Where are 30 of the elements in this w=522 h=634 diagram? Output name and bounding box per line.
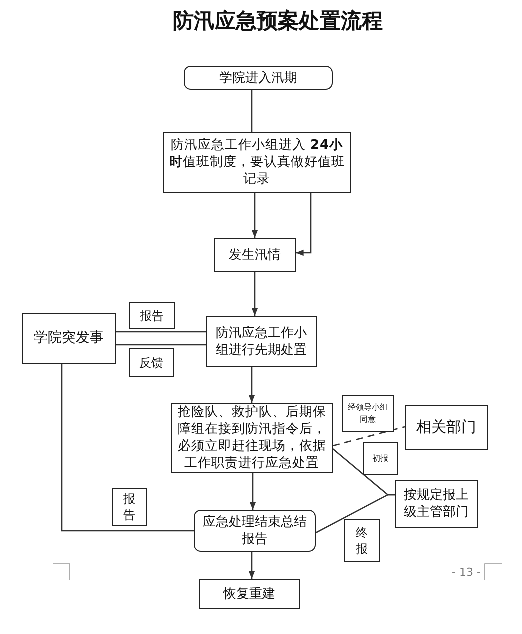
edge-label: 终报 xyxy=(344,519,380,562)
process-box: 按规定报上级主管部门 xyxy=(395,480,478,528)
rounded-box: 学院进入汛期 xyxy=(184,66,333,90)
process-box: 防汛应急工作小组进入 24小时值班制度，要认真做好值班记录 xyxy=(163,132,351,193)
edge-label: 反馈 xyxy=(129,348,174,377)
connector-line xyxy=(251,90,253,132)
arrow xyxy=(248,552,256,579)
process-box: 防汛应急工作小组进行先期处置 xyxy=(206,316,317,367)
process-box: 学院突发事 xyxy=(22,313,116,364)
rounded-box: 应急处理结束总结报告 xyxy=(194,510,316,552)
edge-label: 初报 xyxy=(363,442,398,475)
arrow xyxy=(248,367,256,403)
title: 防汛应急预案处置流程 xyxy=(173,8,383,33)
process-box: 恢复重建 xyxy=(199,579,300,609)
dashed-line xyxy=(332,426,406,447)
arrow xyxy=(296,193,312,256)
arrow xyxy=(250,473,256,510)
edge-label: 报告 xyxy=(129,302,175,329)
connector-line xyxy=(61,364,194,532)
page-number: - 13 - xyxy=(452,566,481,579)
arrow xyxy=(252,193,258,238)
connector-line xyxy=(116,331,206,333)
edge-label: 报告 xyxy=(112,488,147,526)
edge-label: 经领导小组同意 xyxy=(342,395,394,432)
arrow xyxy=(252,272,258,316)
connector-line xyxy=(316,494,395,534)
connector-line xyxy=(116,344,206,346)
process-box: 发生汛情 xyxy=(214,238,296,272)
process-box: 相关部门 xyxy=(405,405,488,450)
process-box: 抢险队、救护队、后期保障组在接到防汛指令后，必须立即赶往现场，依据工作职责进行应急处置 xyxy=(171,403,333,473)
